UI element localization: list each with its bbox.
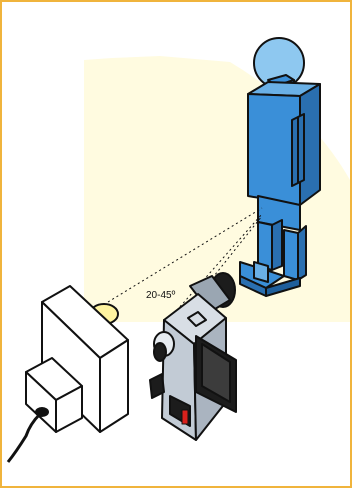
angle-label: 20-45º <box>146 290 176 301</box>
power-cable <box>8 414 40 462</box>
light-icon <box>26 286 128 432</box>
